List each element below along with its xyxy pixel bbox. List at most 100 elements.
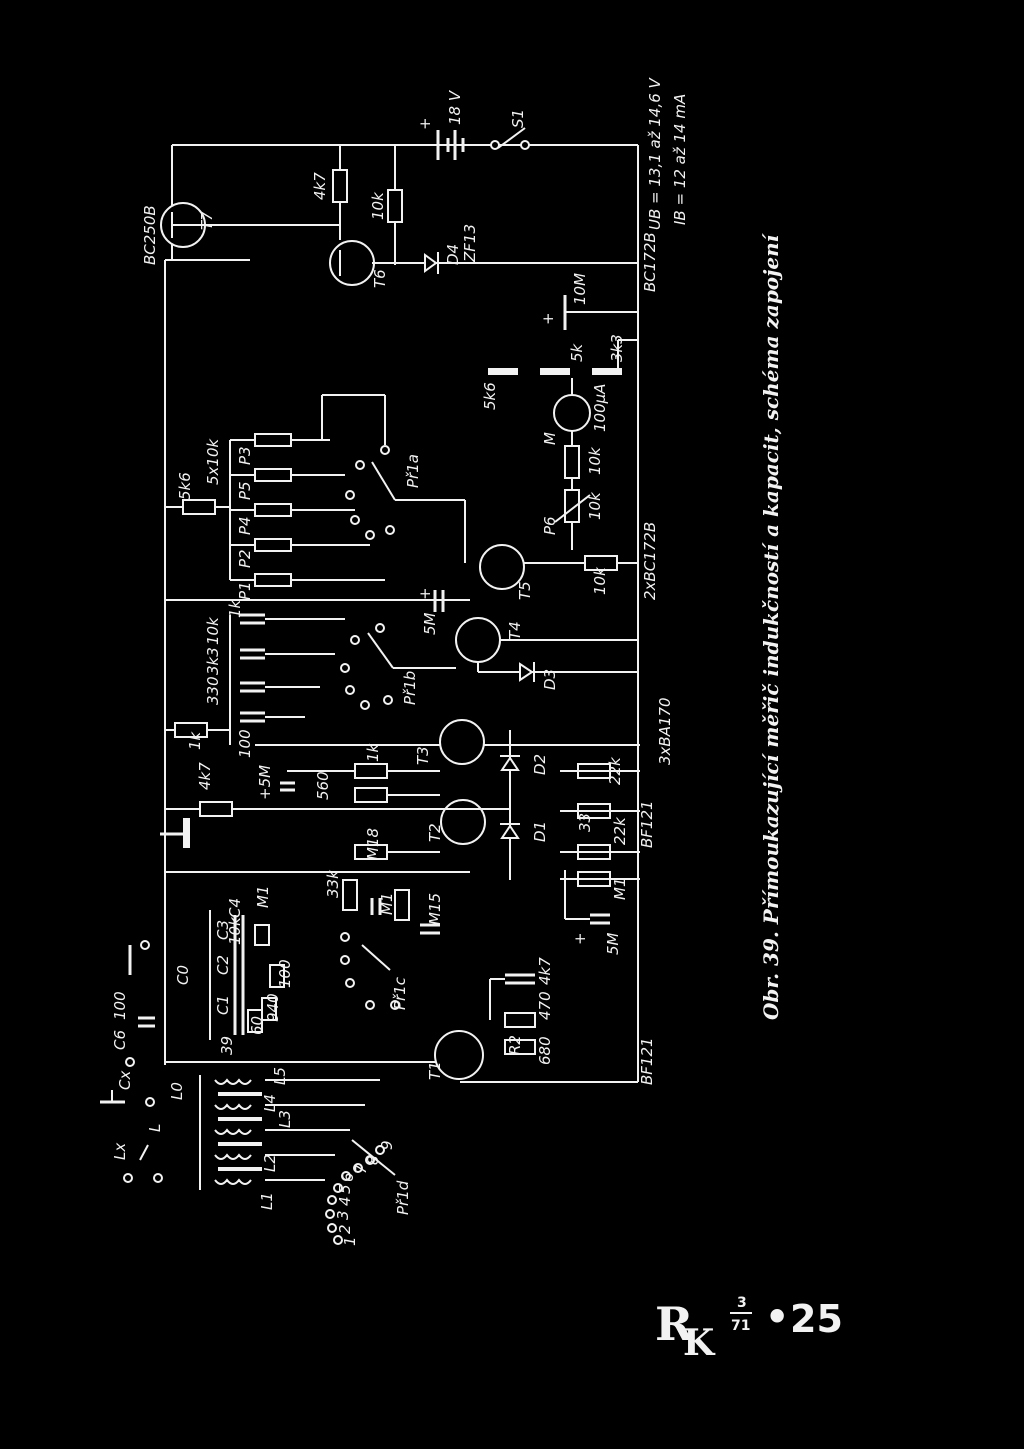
label-bf121-a: BF121 bbox=[638, 800, 656, 848]
label-100-cap: 100 bbox=[236, 729, 254, 758]
resistor-470 bbox=[504, 1012, 536, 1028]
supply-section bbox=[160, 127, 638, 375]
meter-m bbox=[553, 394, 591, 432]
label-m1-a: M1 bbox=[378, 893, 396, 916]
resistor-5k bbox=[540, 368, 570, 375]
label-c1: C1 bbox=[214, 995, 232, 1015]
label-pos-8: 8 bbox=[364, 1155, 382, 1165]
label-10k-top: 10k bbox=[369, 191, 387, 220]
label-1k-c: 1k bbox=[364, 742, 382, 762]
label-bf121-b: BF121 bbox=[638, 1037, 656, 1085]
label-r2: R2 bbox=[506, 1035, 524, 1055]
label-p1: P1 bbox=[236, 581, 254, 600]
label-cx: Cx bbox=[116, 1071, 134, 1090]
label-pos-2: 2 bbox=[336, 1224, 354, 1234]
label-5x10k: 5x10k bbox=[204, 437, 222, 485]
label-d1: D1 bbox=[531, 821, 549, 842]
label-3k3-c: 3k3 bbox=[204, 647, 222, 675]
label-m18: M18 bbox=[364, 828, 382, 860]
resistor-10k-top bbox=[387, 189, 403, 223]
resistor-60 bbox=[247, 1009, 263, 1033]
label-pos-5: 5 bbox=[336, 1184, 354, 1194]
footer-separator: • bbox=[765, 1295, 789, 1339]
component-labels: BC250B T7 4k7 10k + 18 V S1 T6 D4 ZF13 1… bbox=[111, 76, 689, 1246]
figure-caption: Obr. 39. Přímoukazující měřič indukčnost… bbox=[759, 232, 783, 1020]
label-3xba170: 3xBA170 bbox=[656, 697, 674, 765]
label-4k7-b: 4k7 bbox=[536, 957, 554, 985]
t4-t5-section bbox=[433, 544, 638, 682]
label-c6: C6 bbox=[111, 1030, 129, 1050]
label-5m-a: 5M bbox=[421, 612, 439, 635]
label-5k6-bus: 5k6 bbox=[176, 472, 194, 500]
resistor-100 bbox=[269, 964, 285, 988]
label-100-r: 100 bbox=[276, 959, 294, 988]
label-t3: T3 bbox=[414, 746, 432, 765]
label-10k-c: 10k bbox=[226, 916, 244, 945]
pot-p2 bbox=[254, 538, 292, 552]
transistor-t3 bbox=[439, 719, 485, 765]
label-pr1a: Př1a bbox=[404, 454, 422, 488]
label-470: 470 bbox=[536, 991, 554, 1020]
resistor-5k6-bus bbox=[182, 499, 216, 515]
resistor-1k-c bbox=[354, 763, 388, 779]
label-t1: T1 bbox=[426, 1061, 444, 1080]
resistor-560 bbox=[354, 787, 388, 803]
t2-t3-section bbox=[160, 719, 640, 887]
pot-p3 bbox=[254, 433, 292, 447]
label-10k-p6: 10k bbox=[586, 491, 604, 520]
label-pos-4: 4 bbox=[336, 1196, 354, 1206]
label-pr1c: Př1c bbox=[391, 976, 409, 1010]
resistor-10k-c bbox=[254, 924, 270, 946]
label-p5: P5 bbox=[236, 481, 254, 500]
label-18v: 18 V bbox=[446, 89, 464, 125]
transistor-t2 bbox=[440, 799, 486, 845]
label-l: L bbox=[146, 1124, 164, 1132]
label-l1: L1 bbox=[258, 1192, 276, 1210]
label-c3: C3 bbox=[214, 920, 232, 940]
label-60: 60 bbox=[248, 1016, 266, 1035]
label-plus-10m: + bbox=[539, 312, 557, 325]
label-bc250b: BC250B bbox=[141, 205, 159, 265]
label-d3: D3 bbox=[541, 669, 559, 690]
label-10k-meter: 10k bbox=[586, 446, 604, 475]
resistor-4k7-c bbox=[199, 801, 233, 817]
label-l0: L0 bbox=[168, 1082, 186, 1100]
resistor-3k3 bbox=[592, 368, 622, 375]
logo-k-letter: K bbox=[683, 1322, 716, 1364]
label-5m-b: +5M bbox=[256, 765, 274, 800]
label-plus-batt: + bbox=[416, 117, 434, 130]
label-c4: C4 bbox=[226, 898, 244, 918]
label-l3: L3 bbox=[276, 1110, 294, 1128]
label-l5: L5 bbox=[271, 1067, 289, 1085]
pot-bank bbox=[165, 394, 466, 587]
label-pos-9: 9 bbox=[378, 1140, 396, 1150]
diode-d3 bbox=[519, 662, 534, 682]
label-m1-c: M1 bbox=[611, 878, 629, 901]
label-lx: Lx bbox=[111, 1143, 129, 1160]
resistor-5k6 bbox=[488, 368, 518, 375]
label-d4: D4 bbox=[444, 244, 462, 265]
label-t7: T7 bbox=[198, 211, 216, 230]
label-4k7-top: 4k7 bbox=[311, 172, 329, 200]
pot-p1 bbox=[254, 573, 292, 587]
inductor-bank bbox=[199, 1075, 396, 1245]
label-940: 940 bbox=[264, 993, 282, 1022]
label-m1-b: M1 bbox=[254, 886, 272, 909]
label-t6: T6 bbox=[371, 269, 389, 288]
label-d2: D2 bbox=[531, 754, 549, 775]
resistor-33k bbox=[342, 879, 358, 911]
page-footer: R K 3 71 • 25 bbox=[655, 1295, 843, 1364]
label-c0: C0 bbox=[174, 965, 192, 985]
label-330: 330 bbox=[204, 676, 222, 705]
label-pos-6: 6 bbox=[339, 1172, 357, 1182]
label-pr1b: Př1b bbox=[401, 671, 419, 705]
diode-d1 bbox=[500, 824, 520, 839]
issue-denominator: 71 bbox=[731, 1318, 750, 1334]
label-5k6: 5k6 bbox=[481, 382, 499, 410]
label-p6: P6 bbox=[541, 516, 559, 535]
label-pos-3: 3 bbox=[334, 1210, 352, 1220]
label-ib: IB = 12 až 14 mA bbox=[671, 94, 689, 225]
logo-r-letter: R bbox=[655, 1297, 694, 1351]
issue-numerator: 3 bbox=[737, 1295, 747, 1311]
label-4k7-c: 4k7 bbox=[196, 762, 214, 790]
